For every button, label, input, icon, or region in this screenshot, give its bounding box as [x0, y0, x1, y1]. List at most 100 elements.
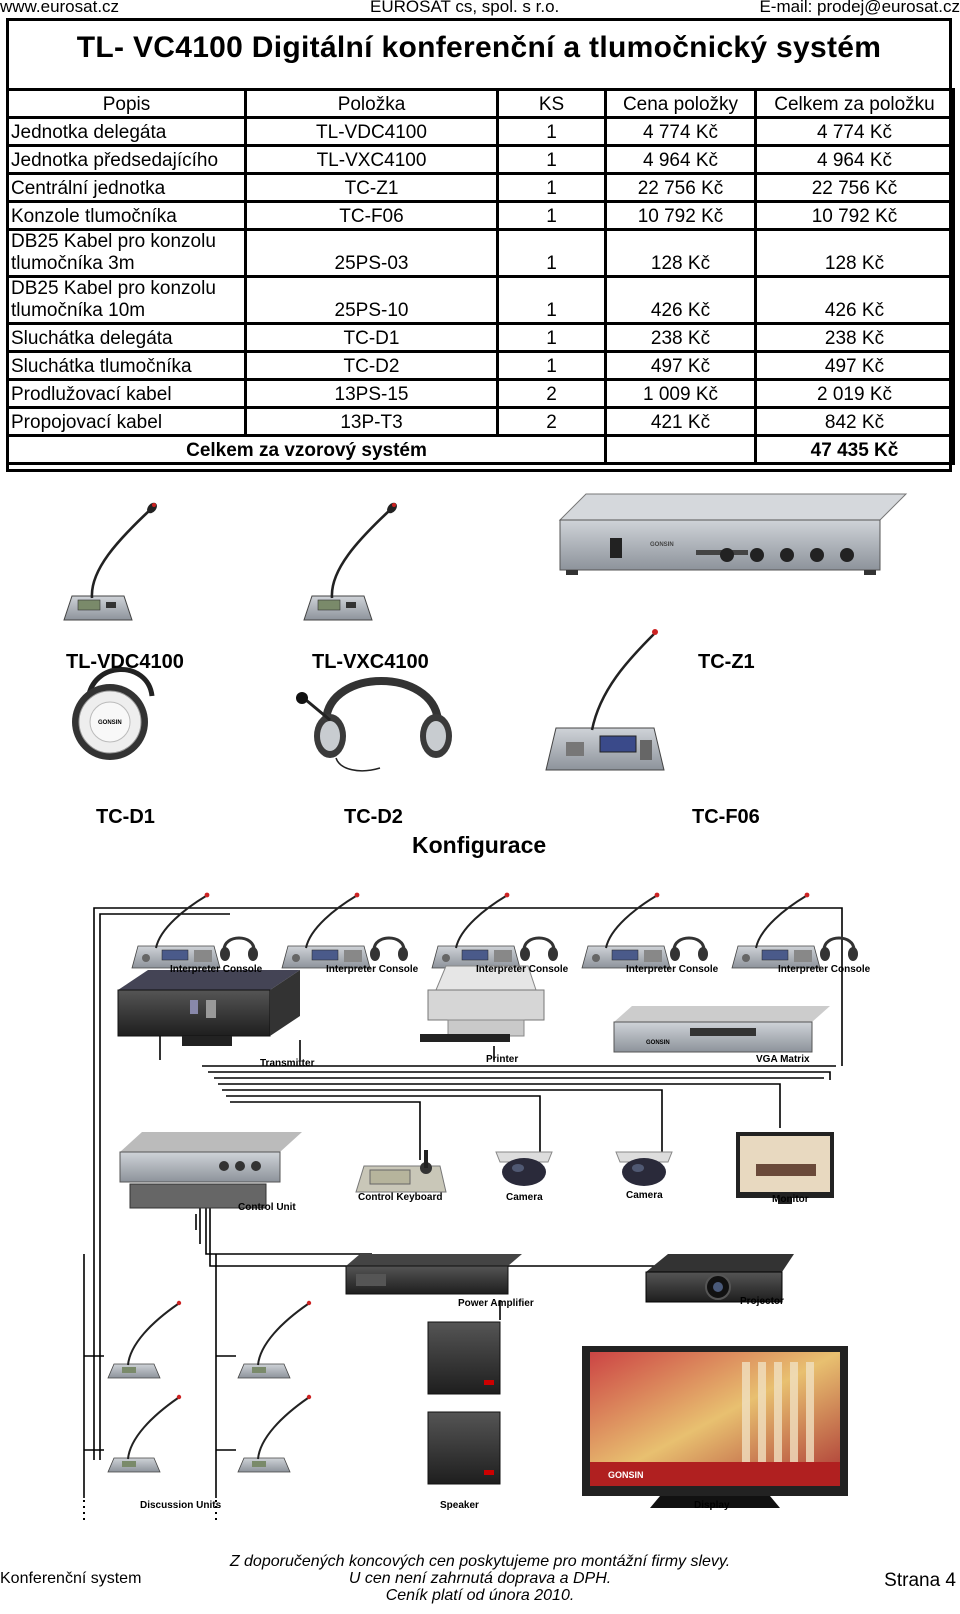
cell-unit-price: 421 Kč [604, 406, 757, 437]
cell-item: TC-Z1 [244, 172, 499, 203]
monitor-device [736, 1132, 834, 1204]
caption-camera-2: Camera [626, 1190, 663, 1201]
column-header: Cena položky [604, 88, 757, 119]
printer-device [420, 965, 545, 1042]
cell-line-total: 4 964 Kč [754, 144, 955, 175]
interpreter-console-photo [545, 629, 665, 771]
label-tc-z1: TC-Z1 [698, 651, 755, 673]
chairman-unit-photo [302, 499, 401, 622]
configuration-heading: Konfigurace [412, 832, 547, 858]
caption-camera-1: Camera [506, 1192, 543, 1203]
cell-description: Centrální jednotka [6, 172, 247, 203]
speaker-2 [427, 1411, 501, 1485]
cell-description: Jednotka předsedajícího [6, 144, 247, 175]
cell-description: DB25 Kabel pro konzolu tlumočníka 10m [6, 275, 247, 325]
cell-description: Propojovací kabel [6, 406, 247, 437]
cell-unit-price: 238 Kč [604, 322, 757, 353]
transmitter-device [117, 970, 300, 1046]
column-header: KS [496, 88, 607, 119]
interpreter-console-1 [130, 891, 260, 970]
total-spacer [604, 434, 757, 465]
cell-line-total: 4 774 Kč [754, 116, 955, 147]
cell-unit-price: 4 774 Kč [604, 116, 757, 147]
caption-display: Display [694, 1500, 730, 1511]
discussion-unit-4 [237, 1393, 313, 1473]
cell-line-total: 10 792 Kč [754, 200, 955, 231]
caption-projector: Projector [740, 1296, 784, 1307]
footer-note: Z doporučených koncových cen poskytujeme… [229, 1553, 731, 1570]
interpreter-headphone-photo [296, 677, 452, 772]
footer-section-name: Konferenční system [0, 1570, 142, 1587]
svg-text:GONSIN: GONSIN [608, 1470, 644, 1480]
svg-text:GONSIN: GONSIN [650, 542, 674, 548]
caption-transmitter: Transmitter [260, 1058, 315, 1069]
page-number: Strana 4 [884, 1570, 956, 1591]
diagram-captions: Interpreter Console Interpreter Console … [140, 964, 871, 1511]
display-device: GONSIN [582, 1346, 848, 1508]
cell-unit-price: 1 009 Kč [604, 378, 757, 409]
column-header: Popis [6, 88, 247, 119]
cell-line-total: 22 756 Kč [754, 172, 955, 203]
cell-quantity: 1 [496, 200, 607, 231]
caption-printer: Printer [486, 1054, 518, 1065]
interpreter-console-5 [730, 891, 860, 970]
delegate-unit-photo [62, 499, 161, 622]
cell-unit-price: 4 964 Kč [604, 144, 757, 175]
cell-line-total: 426 Kč [754, 275, 955, 325]
caption-control-keyboard: Control Keyboard [358, 1192, 442, 1203]
cell-unit-price: 426 Kč [604, 275, 757, 325]
page-title: TL- VC4100 Digitální konferenční a tlumo… [76, 31, 882, 64]
camera-1 [495, 1151, 553, 1187]
column-header: Celkem za položku [754, 88, 955, 119]
price-table: Popis Položka KS Cena položky Celkem za … [6, 88, 955, 465]
cell-unit-price: 497 Kč [604, 350, 757, 381]
projector-device [645, 1254, 794, 1303]
label-tc-d1: TC-D1 [96, 806, 155, 828]
diagram-cables [83, 907, 843, 1498]
discussion-unit-1 [107, 1299, 183, 1379]
cell-item: 13P-T3 [244, 406, 499, 437]
caption-control-unit: Control Unit [238, 1202, 296, 1213]
caption-speaker: Speaker [440, 1500, 479, 1511]
label-tl-vxc4100: TL-VXC4100 [312, 651, 429, 673]
total-row: Celkem za vzorový systém 47 435 Kč [6, 434, 955, 465]
cell-item: 13PS-15 [244, 378, 499, 409]
cell-description: Jednotka delegáta [6, 116, 247, 147]
vga-matrix-device: GONSIN [613, 1006, 830, 1053]
cell-quantity: 2 [496, 378, 607, 409]
cell-line-total: 128 Kč [754, 228, 955, 278]
discussion-unit-3 [107, 1393, 183, 1473]
cell-item: 25PS-10 [244, 275, 499, 325]
label-tl-vdc4100: TL-VDC4100 [66, 651, 184, 673]
interpreter-console-4 [580, 891, 710, 970]
cell-item: TC-D2 [244, 350, 499, 381]
cell-description: DB25 Kabel pro konzolu tlumočníka 3m [6, 228, 247, 278]
delegate-headphone-photo: GONSIN [72, 667, 155, 760]
cell-description: Sluchátka delegáta [6, 322, 247, 353]
caption-discussion-units: Discussion Units [140, 1500, 222, 1511]
total-value: 47 435 Kč [754, 434, 955, 465]
caption-interpreter-4: Interpreter Console [626, 964, 719, 975]
contact-email: E-mail: prodej@eurosat.cz [759, 0, 960, 16]
cell-quantity: 1 [496, 116, 607, 147]
control-keyboard-device [355, 1150, 447, 1193]
cell-quantity: 1 [496, 144, 607, 175]
cell-quantity: 1 [496, 172, 607, 203]
cell-description: Prodlužovací kabel [6, 378, 247, 409]
cell-description: Konzole tlumočníka [6, 200, 247, 231]
cell-description: Sluchátka tlumočníka [6, 350, 247, 381]
cell-quantity: 1 [496, 228, 607, 278]
control-unit-device [119, 1132, 302, 1209]
company-name: EUROSAT cs, spol. s r.o. [370, 0, 560, 16]
cell-quantity: 1 [496, 350, 607, 381]
svg-text:GONSIN: GONSIN [646, 1040, 670, 1046]
interpreter-console-2 [280, 891, 410, 970]
